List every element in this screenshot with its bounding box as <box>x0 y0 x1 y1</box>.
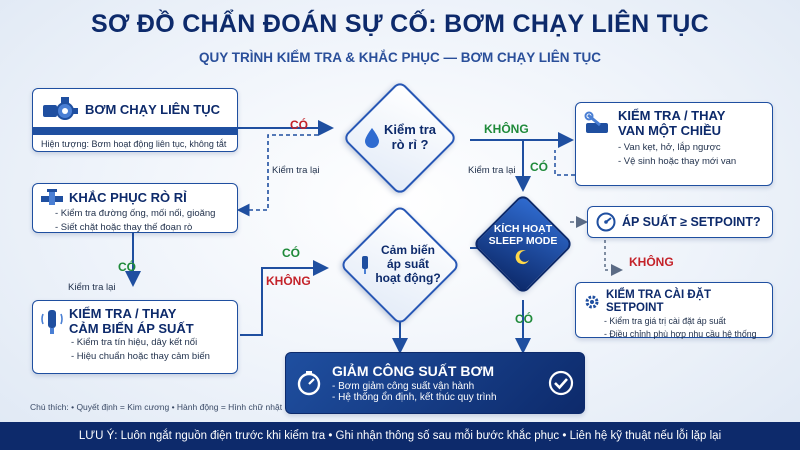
note-recheck-sensor: Kiểm tra lại <box>68 282 116 293</box>
legend: Chú thích: • Quyết định = Kim cương • Hà… <box>30 402 283 412</box>
reduce-bullet-2: - Hệ thống ổn định, kết thúc quy trình <box>332 392 497 403</box>
leak-fix-bullet-2: - Siết chặt hoặc thay thế đoạn rò <box>55 222 193 234</box>
settings-gear-icon <box>584 294 600 310</box>
leak-fix-bullet-1: - Kiểm tra đường ống, mối nối, gioăng <box>55 208 216 219</box>
page-subtitle: QUY TRÌNH KIỂM TRA & KHẮC PHỤC — BƠM CHẠ… <box>198 50 602 65</box>
sensor-small-icon <box>359 255 371 275</box>
decision-check-sensor: Cảm biến áp suất hoạt động? <box>330 204 470 326</box>
pressure-label: ÁP SUẤT ≥ SETPOINT? <box>622 215 761 229</box>
label-fix-yes: CÓ <box>118 260 136 274</box>
start-divider <box>33 127 237 135</box>
edge-valve-recheck <box>554 150 575 176</box>
page-title: SƠ ĐỒ CHẨN ĐOÁN SỰ CỐ: BƠM CHẠY LIÊN TỤC <box>91 10 709 38</box>
water-drop-icon <box>364 127 380 149</box>
reduce-card: GIẢM CÔNG SUẤT BƠM - Bơm giảm công suất … <box>285 352 585 414</box>
reduce-title: GIẢM CÔNG SUẤT BƠM <box>332 363 495 379</box>
setpoint-card: KIỂM TRA CÀI ĐẶT SETPOINT - Kiểm tra giá… <box>575 282 773 339</box>
label-sensor-no: KHÔNG <box>266 274 311 288</box>
start-desc: Hiện tượng: Bơm hoạt động liên tục, khôn… <box>41 139 227 149</box>
label-reduce-yes: CÓ <box>515 312 533 326</box>
edge-sensor-fix-to-check <box>240 260 329 336</box>
edge-leak-yes-to-fix <box>236 134 318 217</box>
setpoint-bullet-2: - Điều chỉnh phù hợp nhu cầu hệ thống <box>604 328 757 339</box>
check-sensor-line3: hoạt động? <box>375 270 441 285</box>
valve-bullet-2: - Vệ sinh hoặc thay mới van <box>618 156 737 168</box>
sensor-fix-bullet-1: - Kiểm tra tín hiệu, dây kết nối <box>71 337 198 349</box>
decision-check-leak: Kiểm tra rò rỉ ? <box>335 80 465 196</box>
reduce-bullet-1: - Bơm giảm công suất vận hành <box>332 381 475 392</box>
check-leak-line1: Kiểm tra <box>383 122 437 138</box>
wrench-icon <box>584 111 612 137</box>
gauge-icon <box>596 212 616 232</box>
label-leak-no: KHÔNG <box>484 122 529 136</box>
pump-icon <box>41 95 79 125</box>
note-recheck-valve: Kiểm tra lại <box>468 165 516 176</box>
label-pressure-no: KHÔNG <box>629 255 674 269</box>
sensor-fix-card: KIỂM TRA / THAY CẢM BIẾN ÁP SUẤT - Kiểm … <box>32 300 238 374</box>
check-leak-line2: rò rỉ ? <box>391 137 429 152</box>
label-sleep-yes: CÓ <box>530 160 548 174</box>
leak-fix-card: KHẮC PHỤC RÒ RỈ - Kiểm tra đường ống, mố… <box>32 183 238 233</box>
start-card: BƠM CHẠY LIÊN TỤC Hiện tượng: Bơm hoạt đ… <box>32 88 238 152</box>
valve-icon <box>41 189 63 207</box>
sleep-mode-line2: SLEEP MODE <box>488 235 558 247</box>
note-recheck-leak: Kiểm tra lại <box>272 165 320 176</box>
label-sensor-yes: CÓ <box>282 246 300 260</box>
valve-bullet-1: - Van kẹt, hở, lắp ngược <box>618 142 721 154</box>
leak-fix-title: KHẮC PHỤC RÒ RỈ <box>69 189 187 205</box>
stopwatch-icon <box>296 370 322 396</box>
pressure-card: ÁP SUẤT ≥ SETPOINT? <box>587 206 773 238</box>
sensor-fix-title-2: CẢM BIẾN ÁP SUẤT <box>69 320 194 336</box>
setpoint-title: KIỂM TRA CÀI ĐẶT SETPOINT <box>606 289 711 314</box>
valve-card: KIỂM TRA / THAY VAN MỘT CHIỀU - Van kẹt,… <box>575 102 773 186</box>
valve-title-1: KIỂM TRA / THAY <box>618 108 726 123</box>
moon-icon <box>515 249 531 265</box>
start-title: BƠM CHẠY LIÊN TỤC <box>85 101 221 117</box>
setpoint-bullet-1: - Kiểm tra giá trị cài đặt áp suất <box>604 315 726 326</box>
sleep-mode-line1: KÍCH HOẠT <box>493 223 553 235</box>
check-sensor-line1: Cảm biến <box>380 243 435 258</box>
footer-note: LƯU Ý: Luôn ngắt nguồn điện trước khi ki… <box>0 422 800 450</box>
label-leak-yes: CÓ <box>290 118 308 132</box>
sensor-fix-bullet-2: - Hiệu chuẩn hoặc thay cảm biến <box>71 351 210 363</box>
edge-pressure-no <box>604 240 623 276</box>
sensor-icon <box>41 308 63 336</box>
valve-title-2: VAN MỘT CHIỀU <box>618 122 722 138</box>
check-sensor-line2: áp suất <box>386 257 429 272</box>
check-circle-icon <box>548 370 574 396</box>
decision-sleep-mode: KÍCH HOẠT SLEEP MODE <box>472 190 574 298</box>
sensor-fix-title-1: KIỂM TRA / THAY <box>69 306 177 321</box>
